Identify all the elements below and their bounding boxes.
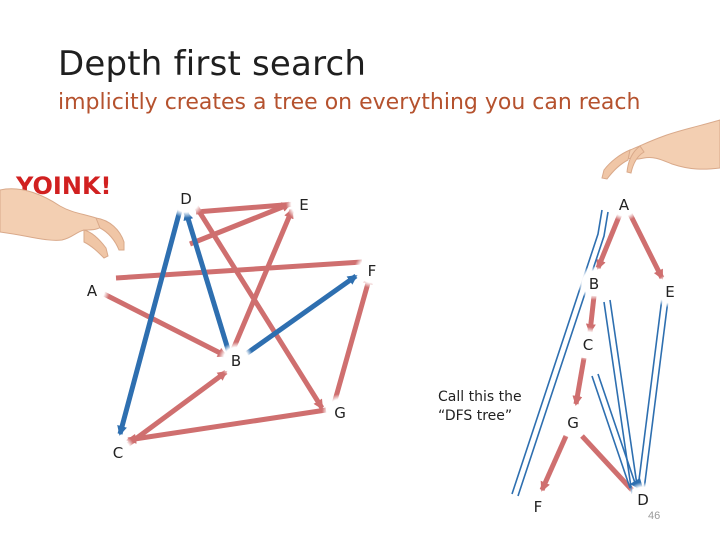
tree-edge-g-d [580,434,634,492]
callout-line-2: “DFS tree” [438,408,513,424]
graph-node-label-d: D [180,190,192,208]
graph-node-label-c: C [113,444,123,462]
slide-title: Depth first search [58,44,367,84]
tree-node-c: C [571,327,605,361]
tree-back-edge-d-c [591,373,637,489]
graph-node-g: G [322,394,358,430]
right-hand-icon [601,119,720,180]
tree-back-edge-d-e [637,297,669,491]
tree-node-e: E [653,274,687,308]
edge-dorigin-e [189,201,292,247]
graph-node-e: E [286,186,322,222]
tree-back-edge-f-a [511,209,609,497]
tree-edge-b-c [585,295,597,334]
graph-node-c: C [100,434,136,470]
graph-node-label-f: F [368,262,377,280]
tree-node-label-d: D [637,491,649,509]
tree-node-a: A [607,187,641,221]
left-hand-icon [0,188,125,259]
tree-node-label-b: B [589,275,599,293]
tree-node-label-g: G [567,414,579,432]
slide-subtitle: implicitly creates a tree on everything … [58,90,641,115]
graph-node-label-g: G [334,404,346,422]
tree-edge-a-e [627,212,665,280]
tree-node-label-c: C [583,336,593,354]
edge-b-f-blue [244,273,358,357]
tree-edge-g-f [539,434,569,492]
edge-b-e [229,208,295,353]
graph-node-label-b: B [231,352,241,370]
tree-nodes: A B E C G F D [521,187,687,523]
tree-node-label-a: A [619,196,630,214]
graph-node-f: F [354,252,390,288]
tree-edge-a-b [595,213,623,270]
edge-b-d-blue [183,210,233,357]
edge-d-c-blue [117,209,183,436]
tree-node-d: D [626,482,660,516]
tree-edges [511,209,669,497]
edge-g-f [331,274,373,405]
edge-g-c [126,407,327,444]
tree-node-label-f: F [534,498,543,516]
tree-edge-c-g [572,357,587,406]
dfs-tree-callout: Call this the “DFS tree” [438,388,522,426]
edge-a-b [98,289,228,359]
graph-edges [98,198,373,449]
graph-node-label-a: A [87,282,98,300]
graph-node-b: B [218,342,254,378]
graph-node-a: A [74,272,110,308]
page-number: 46 [648,510,661,522]
graph-node-d: D [166,178,206,218]
edge-c-b [124,369,228,449]
tree-node-label-e: E [665,283,674,301]
tree-node-b: B [577,266,611,300]
callout-line-1: Call this the [438,389,522,405]
edge-e-d [195,201,297,215]
tree-node-f: F [521,489,555,523]
edge-f-e [115,259,363,281]
tree-node-g: G [556,405,590,439]
graph-node-label-e: E [299,196,308,214]
graph-nodes: D E F A B G C [74,178,390,470]
